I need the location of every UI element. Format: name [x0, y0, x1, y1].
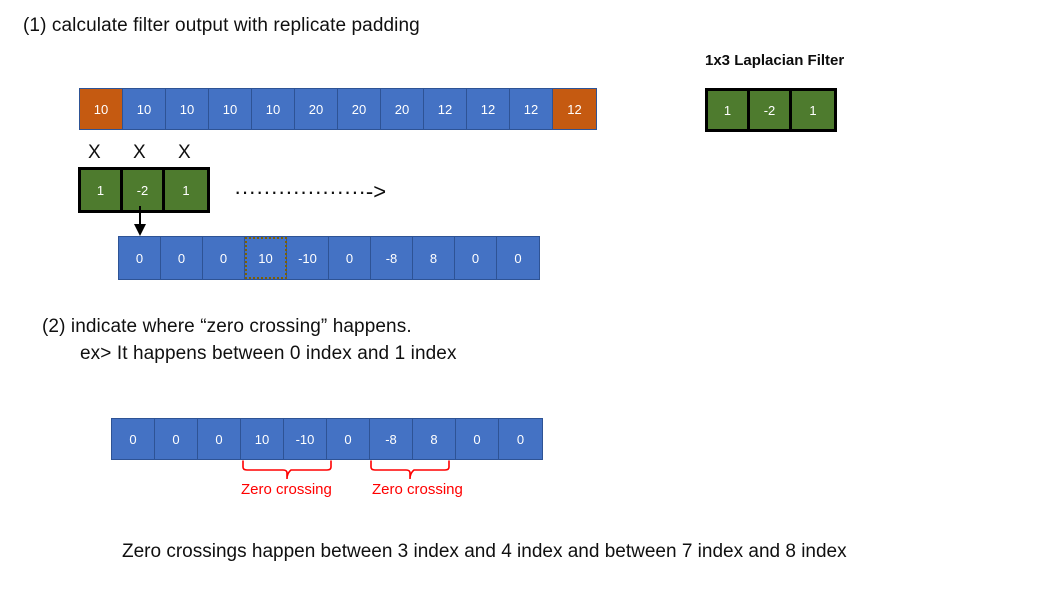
output-cell: 0	[203, 237, 245, 279]
output-cell: -10	[284, 419, 327, 459]
filter-cell: -2	[123, 170, 165, 210]
conclusion-caption: Zero crossings happen between 3 index an…	[122, 541, 847, 562]
zero-crossing-output-row: 0 0 0 10 -10 0 -8 8 0 0	[111, 418, 543, 460]
legend-filter-cell: -2	[750, 91, 792, 129]
input-cell: 10	[166, 89, 209, 129]
slide-right-ellipsis-arrow: ··················->	[234, 179, 387, 204]
output-cell: 8	[413, 419, 456, 459]
output-cell: 0	[155, 419, 198, 459]
filter-output-row: 0 0 0 10 -10 0 -8 8 0 0	[118, 236, 540, 280]
section-2-title: (2) indicate where “zero crossing” happe…	[42, 316, 412, 337]
input-cell: 20	[338, 89, 381, 129]
zero-crossing-brace-icon	[242, 460, 332, 480]
input-cell: 20	[381, 89, 424, 129]
input-signal-row: 10 10 10 10 10 20 20 20 12 12 12 12	[79, 88, 597, 130]
zero-crossing-label: Zero crossing	[241, 481, 332, 498]
laplacian-filter-legend-title: 1x3 Laplacian Filter	[705, 52, 845, 69]
input-cell: 12	[553, 89, 596, 129]
output-cell: -8	[371, 237, 413, 279]
input-cell: 12	[510, 89, 553, 129]
laplacian-filter-legend-strip: 1 -2 1	[705, 88, 837, 132]
output-cell: 0	[497, 237, 539, 279]
output-cell: 0	[119, 237, 161, 279]
input-cell: 20	[295, 89, 338, 129]
input-cell: 12	[424, 89, 467, 129]
output-cell: 0	[198, 419, 241, 459]
section-1-title: (1) calculate filter output with replica…	[23, 15, 420, 36]
input-cell: 10	[80, 89, 123, 129]
zero-crossing-label: Zero crossing	[372, 481, 463, 498]
multiply-mark: X	[133, 142, 146, 163]
multiply-mark: X	[178, 142, 191, 163]
output-cell: 0	[329, 237, 371, 279]
multiply-mark: X	[88, 142, 101, 163]
output-cell: 8	[413, 237, 455, 279]
sliding-filter-kernel: 1 -2 1	[78, 167, 210, 213]
legend-filter-cell: 1	[792, 91, 834, 129]
output-cell: -10	[287, 237, 329, 279]
down-arrow-icon	[134, 206, 146, 236]
output-cell: 0	[455, 237, 497, 279]
input-cell: 12	[467, 89, 510, 129]
output-cell: 0	[112, 419, 155, 459]
filter-cell: 1	[165, 170, 207, 210]
output-cell: 0	[499, 419, 542, 459]
zero-crossing-brace-icon	[370, 460, 450, 480]
output-cell: 0	[456, 419, 499, 459]
output-cell: 0	[327, 419, 370, 459]
input-cell: 10	[252, 89, 295, 129]
output-cell: -8	[370, 419, 413, 459]
input-cell: 10	[209, 89, 252, 129]
input-cell: 10	[123, 89, 166, 129]
output-cell: 0	[161, 237, 203, 279]
section-2-example: ex> It happens between 0 index and 1 ind…	[80, 343, 457, 364]
legend-filter-cell: 1	[708, 91, 750, 129]
output-cell-selected: 10	[245, 237, 287, 279]
filter-cell: 1	[81, 170, 123, 210]
output-cell: 10	[241, 419, 284, 459]
